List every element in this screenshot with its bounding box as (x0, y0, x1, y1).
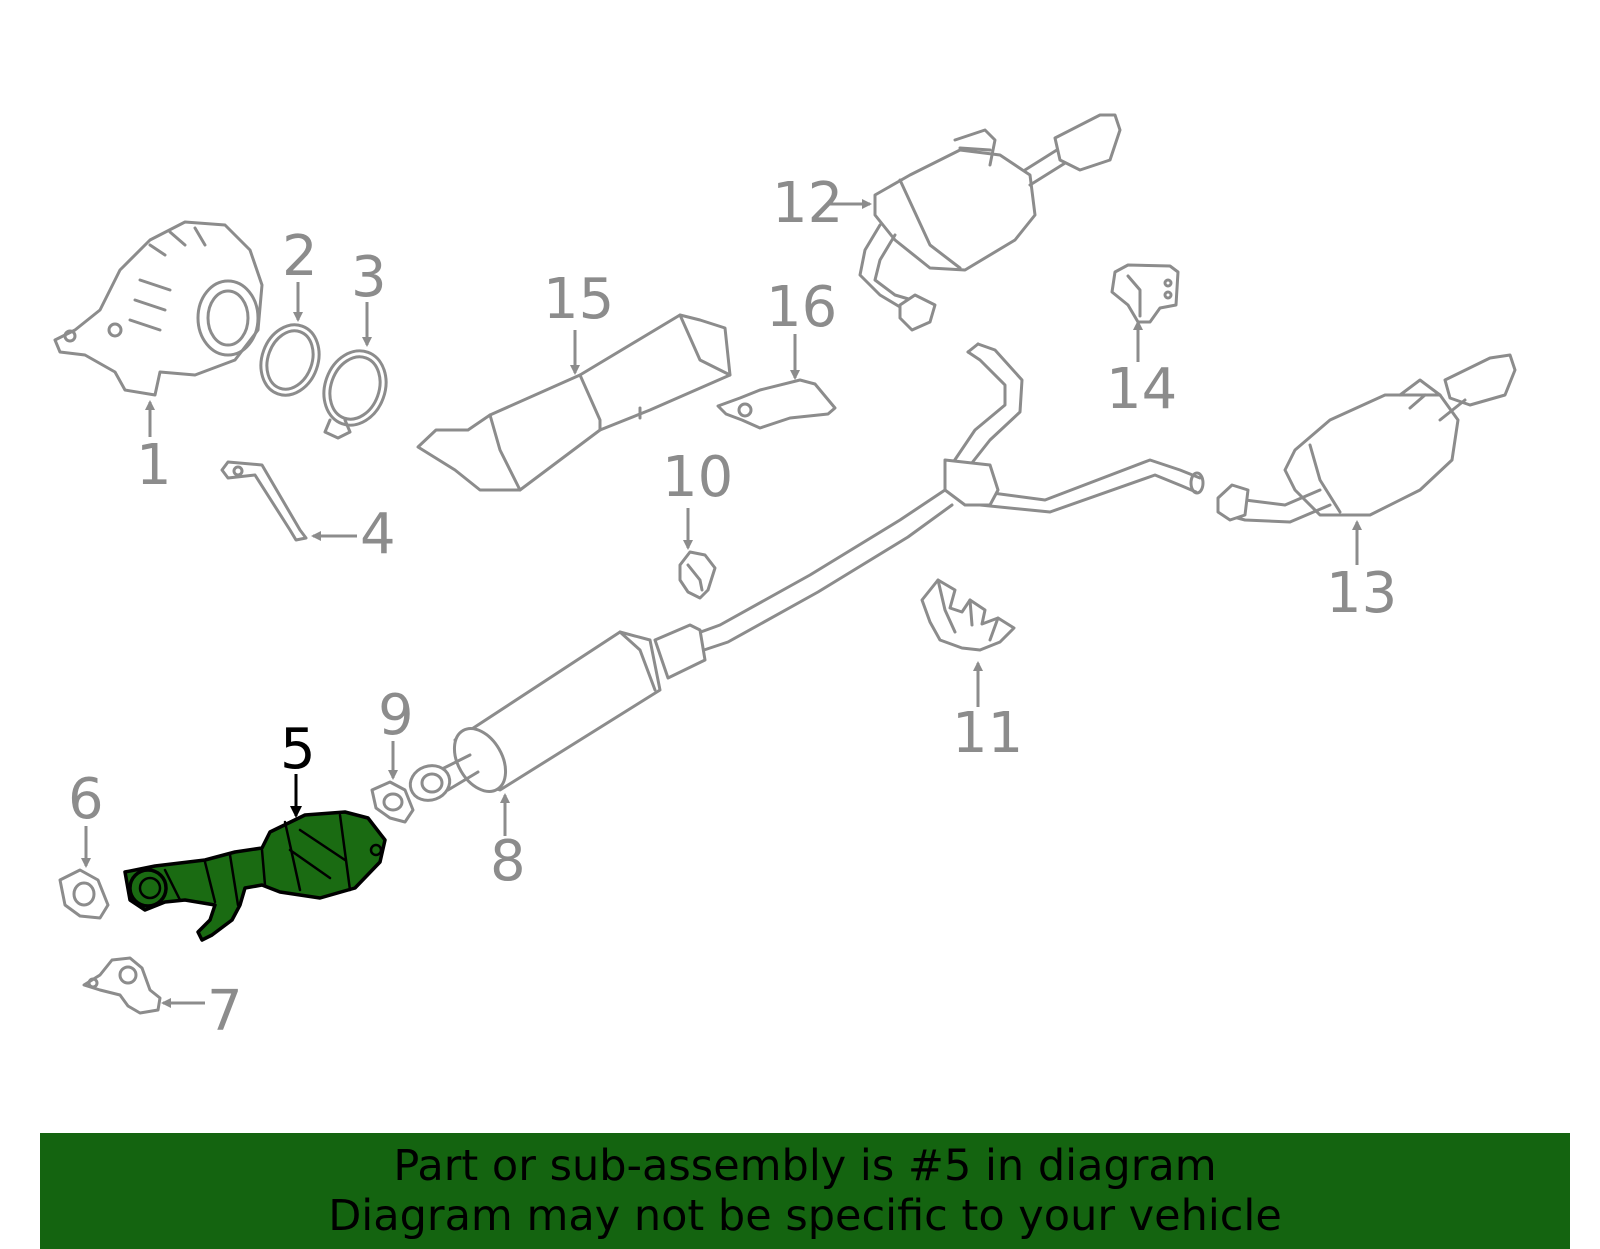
part-1-housing (53, 220, 264, 397)
callout-4: 4 (311, 502, 396, 567)
svg-text:14: 14 (1106, 357, 1177, 422)
part-5-catalytic-converter[interactable] (123, 810, 387, 942)
part-3-clamp (322, 349, 388, 440)
callout-12: 12 (772, 171, 872, 236)
svg-text:4: 4 (360, 502, 396, 567)
callout-5: 5 (280, 717, 316, 818)
part-11-bracket (920, 578, 1016, 652)
part-4-bracket (220, 460, 308, 542)
callout-9: 9 (378, 683, 414, 780)
svg-text:15: 15 (543, 267, 614, 332)
callout-14: 14 (1106, 320, 1177, 422)
svg-text:5: 5 (280, 717, 316, 782)
svg-text:7: 7 (207, 979, 243, 1044)
callout-7: 7 (161, 979, 243, 1044)
svg-text:16: 16 (766, 275, 837, 340)
svg-text:12: 12 (772, 171, 843, 236)
part-6-gasket (58, 868, 110, 920)
callout-1: 1 (136, 400, 172, 498)
info-banner: Part or sub-assembly is #5 in diagram Di… (40, 1133, 1570, 1249)
banner-line-2: Diagram may not be specific to your vehi… (328, 1191, 1282, 1241)
part-10-hanger (678, 550, 717, 600)
callout-3: 3 (351, 245, 387, 347)
part-8-pipe-assembly (408, 342, 1205, 802)
callout-8: 8 (490, 793, 526, 894)
callout-6: 6 (68, 767, 104, 868)
callout-13: 13 (1326, 520, 1397, 626)
svg-text:6: 6 (68, 767, 104, 832)
callout-15: 15 (543, 267, 614, 375)
svg-text:10: 10 (662, 445, 733, 510)
part-13-muffler (1216, 353, 1517, 524)
svg-text:13: 13 (1326, 561, 1397, 626)
part-12-muffler (858, 113, 1122, 332)
part-9-gasket (370, 780, 415, 824)
part-14-bracket (1110, 263, 1180, 324)
svg-text:11: 11 (952, 701, 1023, 766)
callout-11: 11 (952, 661, 1023, 766)
part-7-bracket (82, 956, 162, 1015)
svg-text:2: 2 (282, 224, 318, 289)
callout-16: 16 (766, 275, 837, 380)
callout-2: 2 (282, 224, 318, 322)
part-2-gasket (259, 323, 321, 397)
svg-text:3: 3 (351, 245, 387, 310)
svg-text:1: 1 (136, 433, 172, 498)
exhaust-parts-diagram: 1 2 3 4 5 6 7 8 9 10 11 12 (53, 113, 1517, 1044)
part-16-bracket (716, 378, 837, 430)
svg-text:8: 8 (490, 829, 526, 894)
callout-10: 10 (662, 445, 733, 550)
part-15-heat-shield (416, 313, 732, 492)
banner-line-1: Part or sub-assembly is #5 in diagram (393, 1141, 1217, 1191)
svg-text:9: 9 (378, 683, 414, 748)
